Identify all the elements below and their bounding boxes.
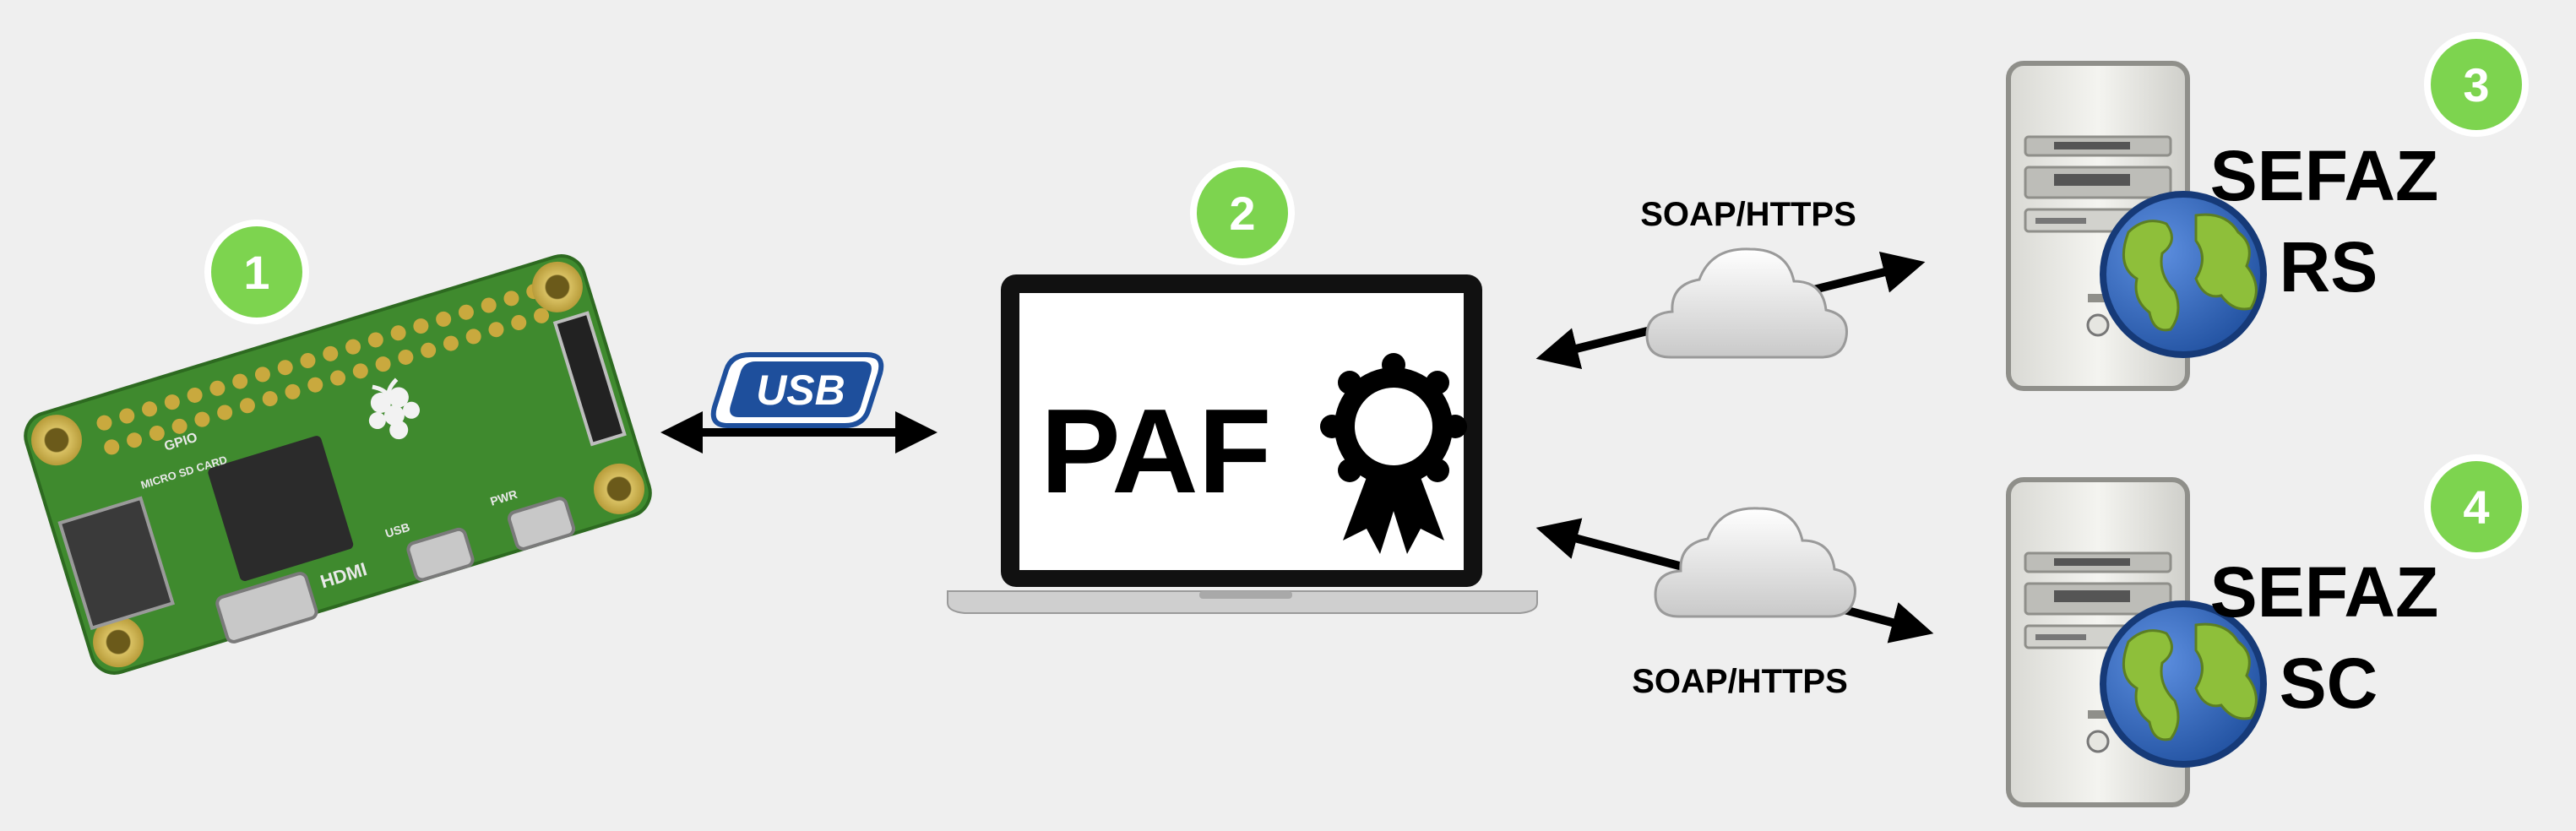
sd-card-slot: [57, 496, 176, 631]
paf-title: PAF: [1041, 384, 1271, 519]
mounting-hole: [93, 616, 144, 668]
step-badge-3: 3: [2424, 32, 2529, 137]
step-badge-2-number: 2: [1229, 187, 1255, 240]
internet-cloud-icon: [1645, 247, 1848, 359]
usb-logo-icon: USB: [710, 352, 884, 428]
mounting-hole: [531, 261, 583, 312]
internet-cloud-icon: [1654, 507, 1856, 618]
globe-icon: [2100, 191, 2267, 358]
server-rs-name-line2: RS: [2280, 227, 2378, 307]
rs-protocol-label: SOAP/HTTPS: [1640, 196, 1856, 233]
raspberry-pi-board: GPIO HDMI USB PWR MICRO SD CARD: [24, 254, 652, 675]
globe-icon: [2100, 600, 2267, 768]
server-sc-name-line1: SEFAZ: [2210, 552, 2439, 632]
soc-chip: [208, 436, 354, 581]
step-badge-4: 4: [2424, 454, 2529, 559]
raspberry-logo-icon: [368, 377, 421, 440]
server-sc-name-line2: SC: [2280, 644, 2378, 723]
mounting-hole: [30, 415, 82, 466]
power-port: [507, 497, 576, 551]
camera-connector: [552, 311, 627, 447]
gpio-header: [96, 284, 552, 457]
sc-protocol-label: SOAP/HTTPS: [1632, 663, 1848, 700]
step-badge-2: 2: [1190, 160, 1295, 265]
mounting-hole: [594, 463, 645, 514]
certificate-ribbon-icon: [1320, 353, 1467, 554]
step-badge-3-number: 3: [2463, 58, 2489, 111]
step-badge-4-number: 4: [2463, 481, 2489, 534]
server-rs-name-line1: SEFAZ: [2210, 136, 2439, 215]
step-badge-1: 1: [204, 220, 309, 324]
mini-hdmi-port: [215, 572, 318, 644]
micro-usb-port: [406, 527, 475, 582]
step-badge-1-number: 1: [243, 246, 269, 299]
usb-logo-text: USB: [756, 367, 845, 414]
